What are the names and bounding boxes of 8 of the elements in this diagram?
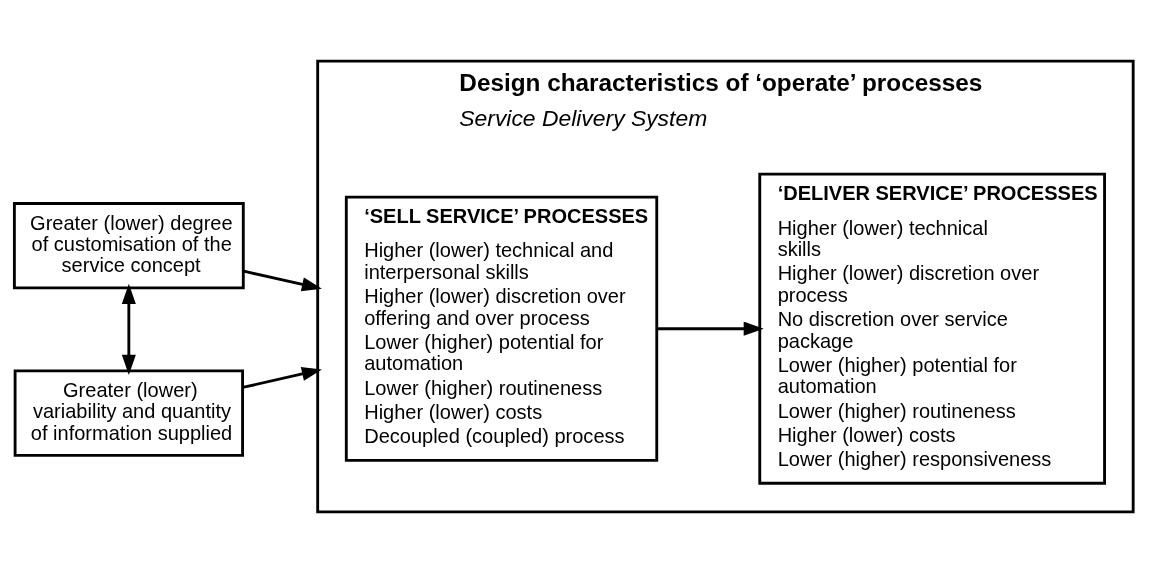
node-box: ‘DELIVER SERVICE’ PROCESSES Higher (lower) technical skills Higher (lower) discretion over process No discretion over service package Lower (higher) potential for automation Lower (higher) routineness Higher (lower) costs Lower (higher) responsiveness xyxy=(758,172,1106,485)
node-box: Greater (lower) degree of customisation of the service concept xyxy=(12,202,245,290)
arrow xyxy=(242,367,322,389)
arrow xyxy=(121,283,136,375)
arrow xyxy=(656,321,764,336)
node-box: ‘SELL SERVICE’ PROCESSES Higher (lower) technical and interpersonal skills Higher (lower) discretion over offering and over process Lower (higher) potential for automation Lower (higher) routineness Higher (lower) costs Decoupled (coupled) process xyxy=(344,195,659,462)
node-box: Greater (lower) variability and quantity of information supplied xyxy=(13,369,244,457)
arrow xyxy=(243,269,322,292)
